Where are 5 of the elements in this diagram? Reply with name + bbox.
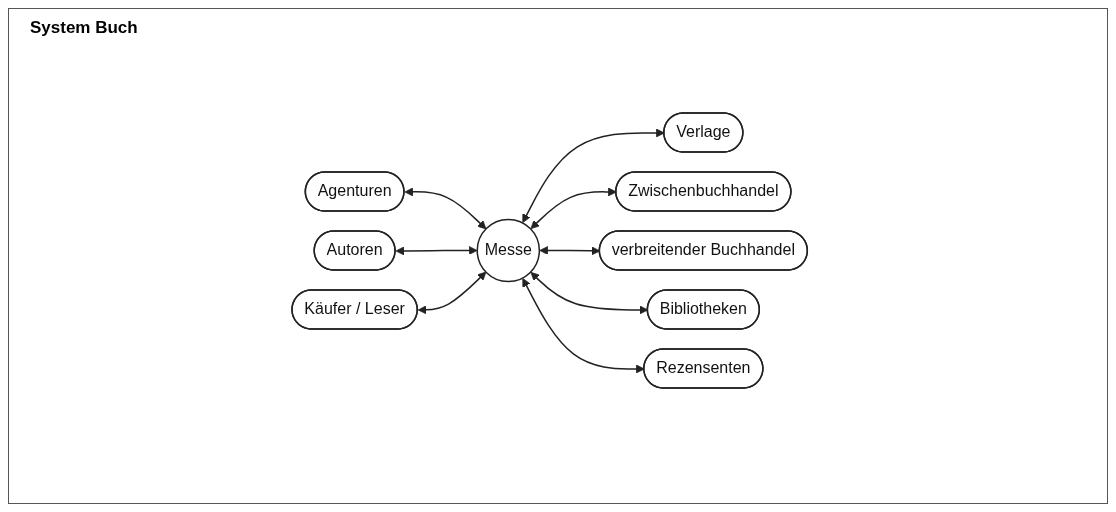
arrow	[395, 245, 478, 255]
arrow	[418, 271, 487, 314]
arrow	[404, 187, 487, 229]
diagram-title: System Buch	[30, 18, 138, 38]
node-circle: Messe	[476, 218, 541, 282]
